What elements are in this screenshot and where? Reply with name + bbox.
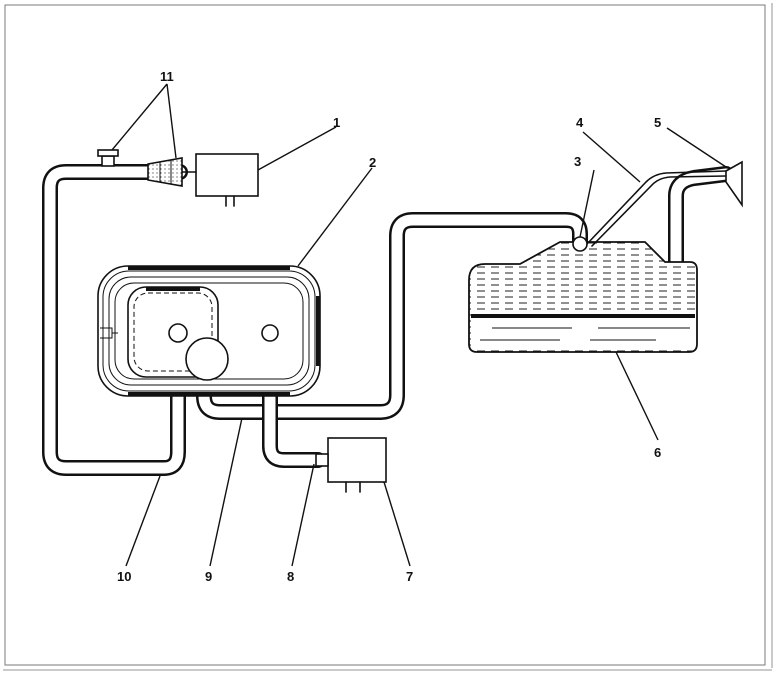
callout-5: 5 xyxy=(654,115,661,130)
leader-11a xyxy=(111,83,168,151)
vent-line-hose xyxy=(262,325,326,468)
leader-6 xyxy=(615,351,659,441)
leader-11b xyxy=(166,83,177,159)
callout-11: 11 xyxy=(160,69,174,84)
leader-3 xyxy=(579,169,595,238)
leader-1 xyxy=(257,126,337,171)
callout-1: 1 xyxy=(333,115,340,130)
leader-7 xyxy=(383,481,411,567)
canister-vent-port xyxy=(261,324,279,342)
vent-line-wire xyxy=(586,170,727,247)
callout-3: 3 xyxy=(574,154,581,169)
callout-7: 7 xyxy=(406,569,413,584)
canister-purge-port xyxy=(168,323,188,343)
leader-8 xyxy=(291,463,315,567)
canister-fitting xyxy=(100,327,118,339)
vent-solenoid xyxy=(315,437,387,493)
leader-10 xyxy=(125,475,161,567)
purge-line-hose xyxy=(42,164,188,476)
callout-10: 10 xyxy=(117,569,131,584)
fill-neck-pipe xyxy=(668,166,734,270)
purge-filter xyxy=(147,157,183,187)
callout-6: 6 xyxy=(654,445,661,460)
service-port xyxy=(97,149,119,167)
leader-5 xyxy=(666,127,727,168)
rollover-valve xyxy=(572,236,588,252)
callout-2: 2 xyxy=(369,155,376,170)
vapor-line-hose xyxy=(196,212,588,420)
leader-9 xyxy=(209,417,243,567)
purge-solenoid xyxy=(179,153,259,207)
callout-8: 8 xyxy=(287,569,294,584)
fuel-tank xyxy=(468,241,698,353)
leader-4 xyxy=(582,131,641,183)
leader-2 xyxy=(297,167,373,267)
fuel-cap xyxy=(725,160,743,208)
canister-vapor-port xyxy=(185,337,229,381)
callout-4: 4 xyxy=(576,115,584,130)
callout-9: 9 xyxy=(205,569,212,584)
